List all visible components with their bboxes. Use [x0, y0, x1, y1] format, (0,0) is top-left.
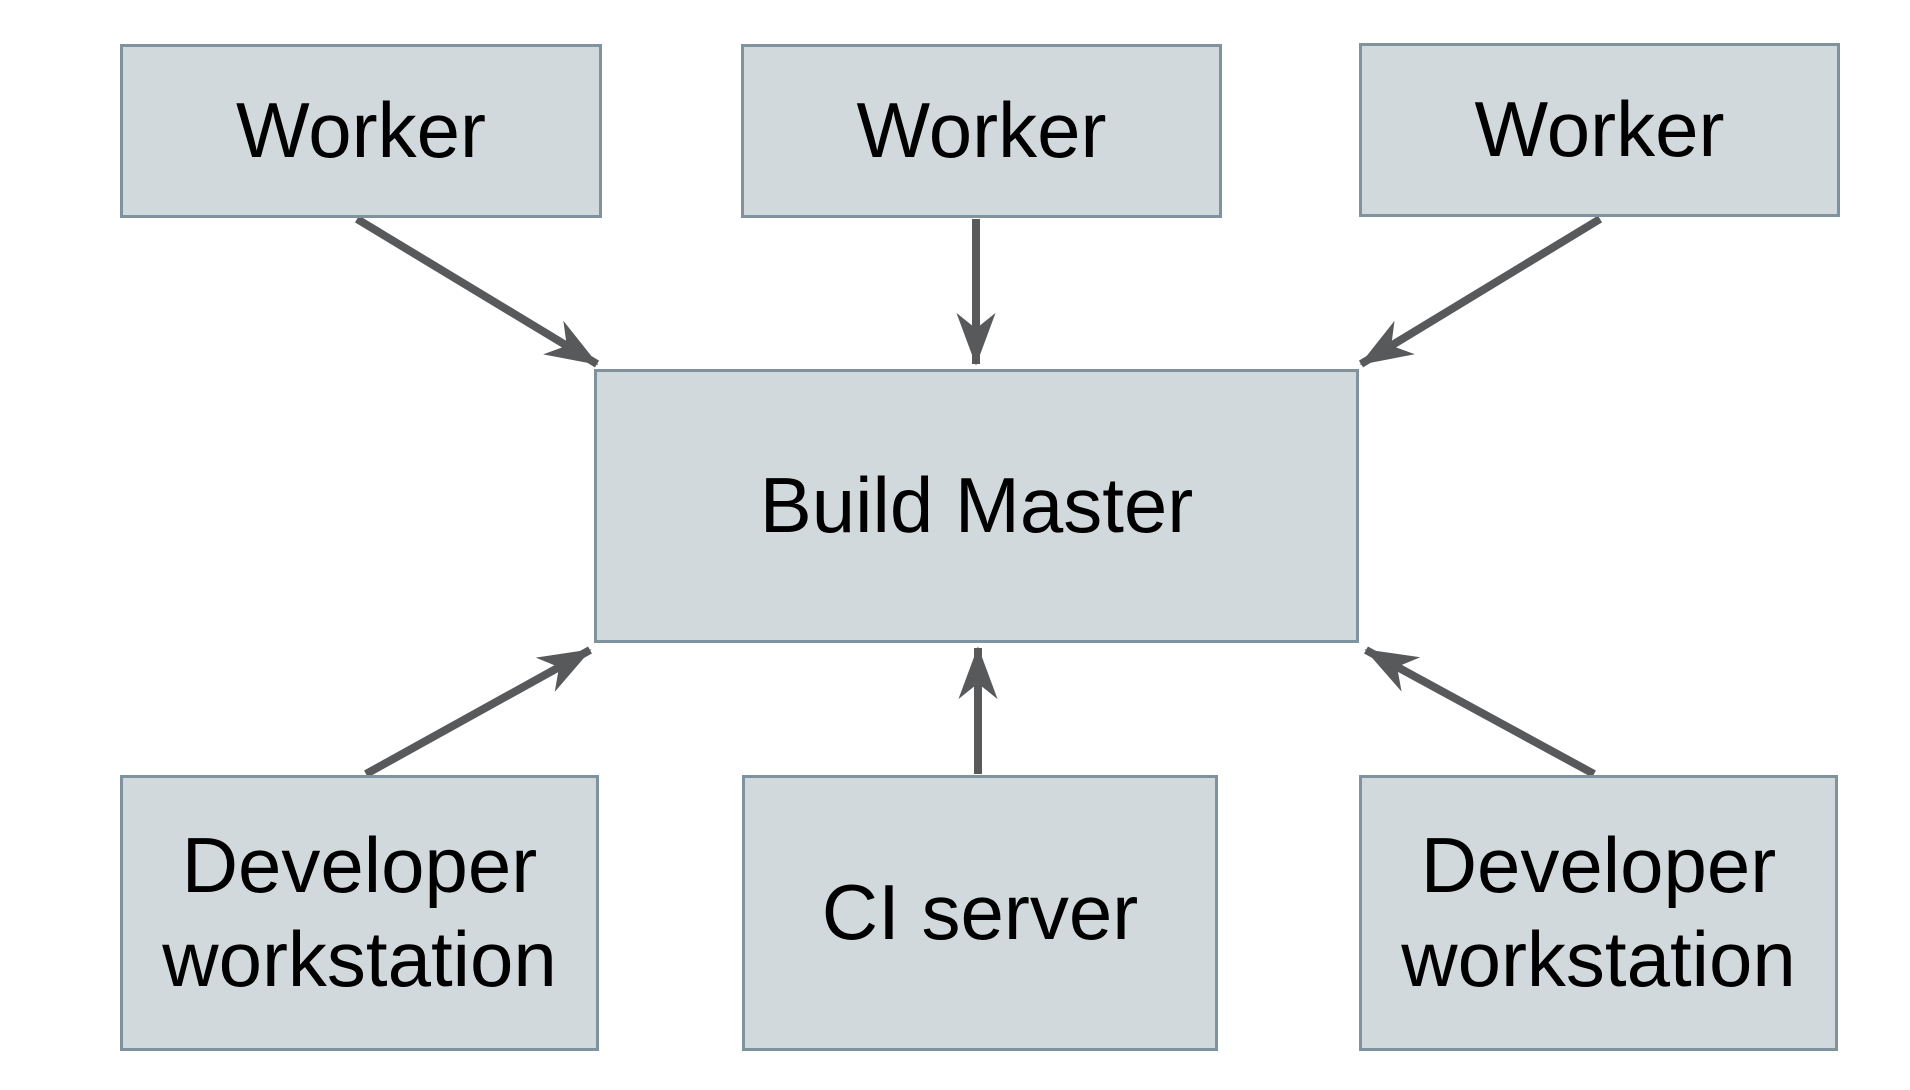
- arrow-developer-workstation-1-to-build-master: [364, 646, 592, 778]
- node-developer-workstation-2-label: Developer workstation: [1401, 821, 1796, 1003]
- node-worker-2-label: Worker: [856, 86, 1107, 175]
- node-developer-workstation-2: Developer workstation: [1359, 775, 1838, 1051]
- node-ci-server: CI server: [742, 775, 1218, 1051]
- node-worker-1: Worker: [120, 44, 602, 218]
- node-ci-server-label: CI server: [821, 868, 1139, 957]
- node-worker-2: Worker: [741, 44, 1222, 218]
- node-developer-workstation-1-label: Developer workstation: [162, 821, 557, 1003]
- node-worker-3-label: Worker: [1474, 85, 1725, 174]
- node-build-master: Build Master: [594, 369, 1359, 643]
- arrow-worker-3-to-build-master: [1358, 215, 1603, 368]
- node-developer-workstation-1: Developer workstation: [120, 775, 599, 1051]
- arrow-worker-1-to-build-master: [354, 215, 600, 368]
- node-worker-1-label: Worker: [236, 86, 486, 175]
- node-build-master-label: Build Master: [759, 461, 1194, 550]
- node-worker-3: Worker: [1359, 43, 1840, 217]
- arrow-developer-workstation-2-to-build-master: [1364, 646, 1596, 778]
